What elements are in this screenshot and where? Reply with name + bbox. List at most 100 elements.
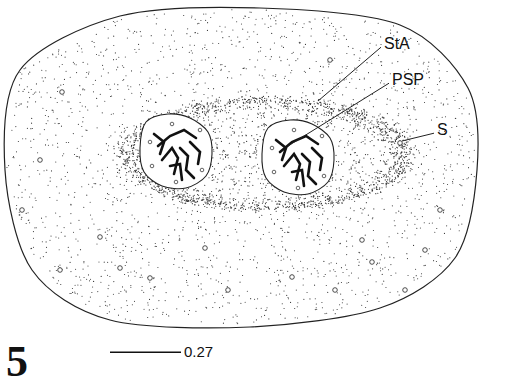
stipple-dot	[196, 104, 197, 105]
stipple-dot	[253, 259, 254, 260]
stipple-dot	[185, 199, 186, 200]
stipple-dot	[57, 91, 58, 92]
stipple-dot	[221, 126, 222, 127]
stipple-dot	[369, 221, 370, 222]
stipple-dot	[249, 186, 250, 187]
stipple-dot	[351, 272, 352, 273]
stipple-dot	[318, 232, 319, 233]
stipple-dot	[70, 271, 71, 272]
stipple-dot	[153, 295, 154, 296]
stipple-dot	[333, 26, 334, 27]
stipple-dot	[242, 118, 243, 119]
stipple-dot	[228, 112, 229, 113]
stipple-dot	[422, 183, 423, 184]
stipple-dot	[434, 232, 435, 233]
stipple-dot	[355, 161, 356, 162]
stipple-dot	[70, 262, 71, 263]
stipple-dot	[306, 114, 307, 115]
stipple-dot	[347, 145, 348, 146]
stipple-dot	[116, 59, 117, 60]
stipple-dot	[97, 106, 98, 107]
stipple-dot	[73, 232, 74, 233]
stipple-dot	[284, 36, 285, 37]
stipple-dot	[438, 255, 439, 256]
stipple-dot	[406, 206, 407, 207]
stipple-dot	[399, 294, 400, 295]
stipple-dot	[162, 312, 163, 313]
stipple-dot	[153, 43, 154, 44]
stipple-dot	[86, 195, 87, 196]
stipple-dot	[138, 221, 139, 222]
stipple-dot	[471, 174, 472, 175]
stipple-dot	[326, 203, 327, 204]
stipple-dot	[59, 123, 60, 124]
stipple-dot	[149, 233, 150, 234]
stipple-dot	[106, 84, 107, 85]
stipple-dot	[93, 84, 94, 85]
stipple-dot	[196, 235, 197, 236]
stipple-dot	[13, 156, 14, 157]
stipple-dot	[297, 211, 298, 212]
stipple-dot	[25, 166, 26, 167]
stipple-dot	[278, 110, 279, 111]
stipple-dot	[66, 268, 67, 269]
stipple-dot	[352, 133, 353, 134]
stipple-dot	[391, 275, 392, 276]
stipple-dot	[184, 311, 185, 312]
stipple-dot	[77, 240, 78, 241]
stipple-dot	[141, 290, 142, 291]
stipple-dot	[45, 216, 46, 217]
stipple-dot	[227, 262, 228, 263]
stipple-dot	[82, 89, 83, 90]
stipple-dot	[424, 222, 425, 223]
stipple-dot	[392, 63, 393, 64]
stipple-dot	[382, 274, 383, 275]
stipple-dot	[245, 153, 246, 154]
stipple-dot	[31, 89, 32, 90]
stipple-dot	[80, 150, 81, 151]
stipple-dot	[104, 262, 105, 263]
stipple-dot	[209, 233, 210, 234]
stipple-dot	[441, 102, 442, 103]
stipple-dot	[222, 154, 223, 155]
stipple-dot	[455, 249, 456, 250]
stipple-dot	[330, 186, 331, 187]
stipple-dot	[187, 201, 188, 202]
stipple-dot	[218, 163, 219, 164]
stipple-dot	[185, 221, 186, 222]
stipple-dot	[383, 281, 384, 282]
stipple-dot	[378, 23, 379, 24]
stipple-dot	[233, 114, 234, 115]
stipple-dot	[351, 290, 352, 291]
stipple-dot	[150, 98, 151, 99]
stipple-dot	[33, 94, 34, 95]
stipple-dot	[192, 52, 193, 53]
stipple-dot	[165, 95, 166, 96]
stipple-dot	[211, 265, 212, 266]
stipple-dot	[115, 131, 116, 132]
stipple-dot	[395, 212, 396, 213]
stipple-dot	[415, 198, 416, 199]
stipple-dot	[125, 130, 126, 131]
stipple-dot	[154, 286, 155, 287]
stipple-dot	[270, 293, 271, 294]
stipple-dot	[309, 298, 310, 299]
stipple-dot	[133, 193, 134, 194]
stipple-dot	[397, 175, 398, 176]
stipple-dot	[403, 92, 404, 93]
stipple-dot	[280, 37, 281, 38]
stipple-dot	[83, 207, 84, 208]
stipple-dot	[249, 59, 250, 60]
stipple-dot	[246, 68, 247, 69]
stipple-dot	[335, 155, 336, 156]
stipple-dot	[220, 273, 221, 274]
stipple-dot	[315, 112, 316, 113]
stipple-dot	[198, 23, 199, 24]
stipple-dot	[79, 276, 80, 277]
stipple-dot	[219, 307, 220, 308]
stipple-dot	[251, 167, 252, 168]
stipple-dot	[88, 184, 89, 185]
stipple-dot	[249, 36, 250, 37]
stipple-dot	[92, 41, 93, 42]
stipple-dot	[151, 35, 152, 36]
